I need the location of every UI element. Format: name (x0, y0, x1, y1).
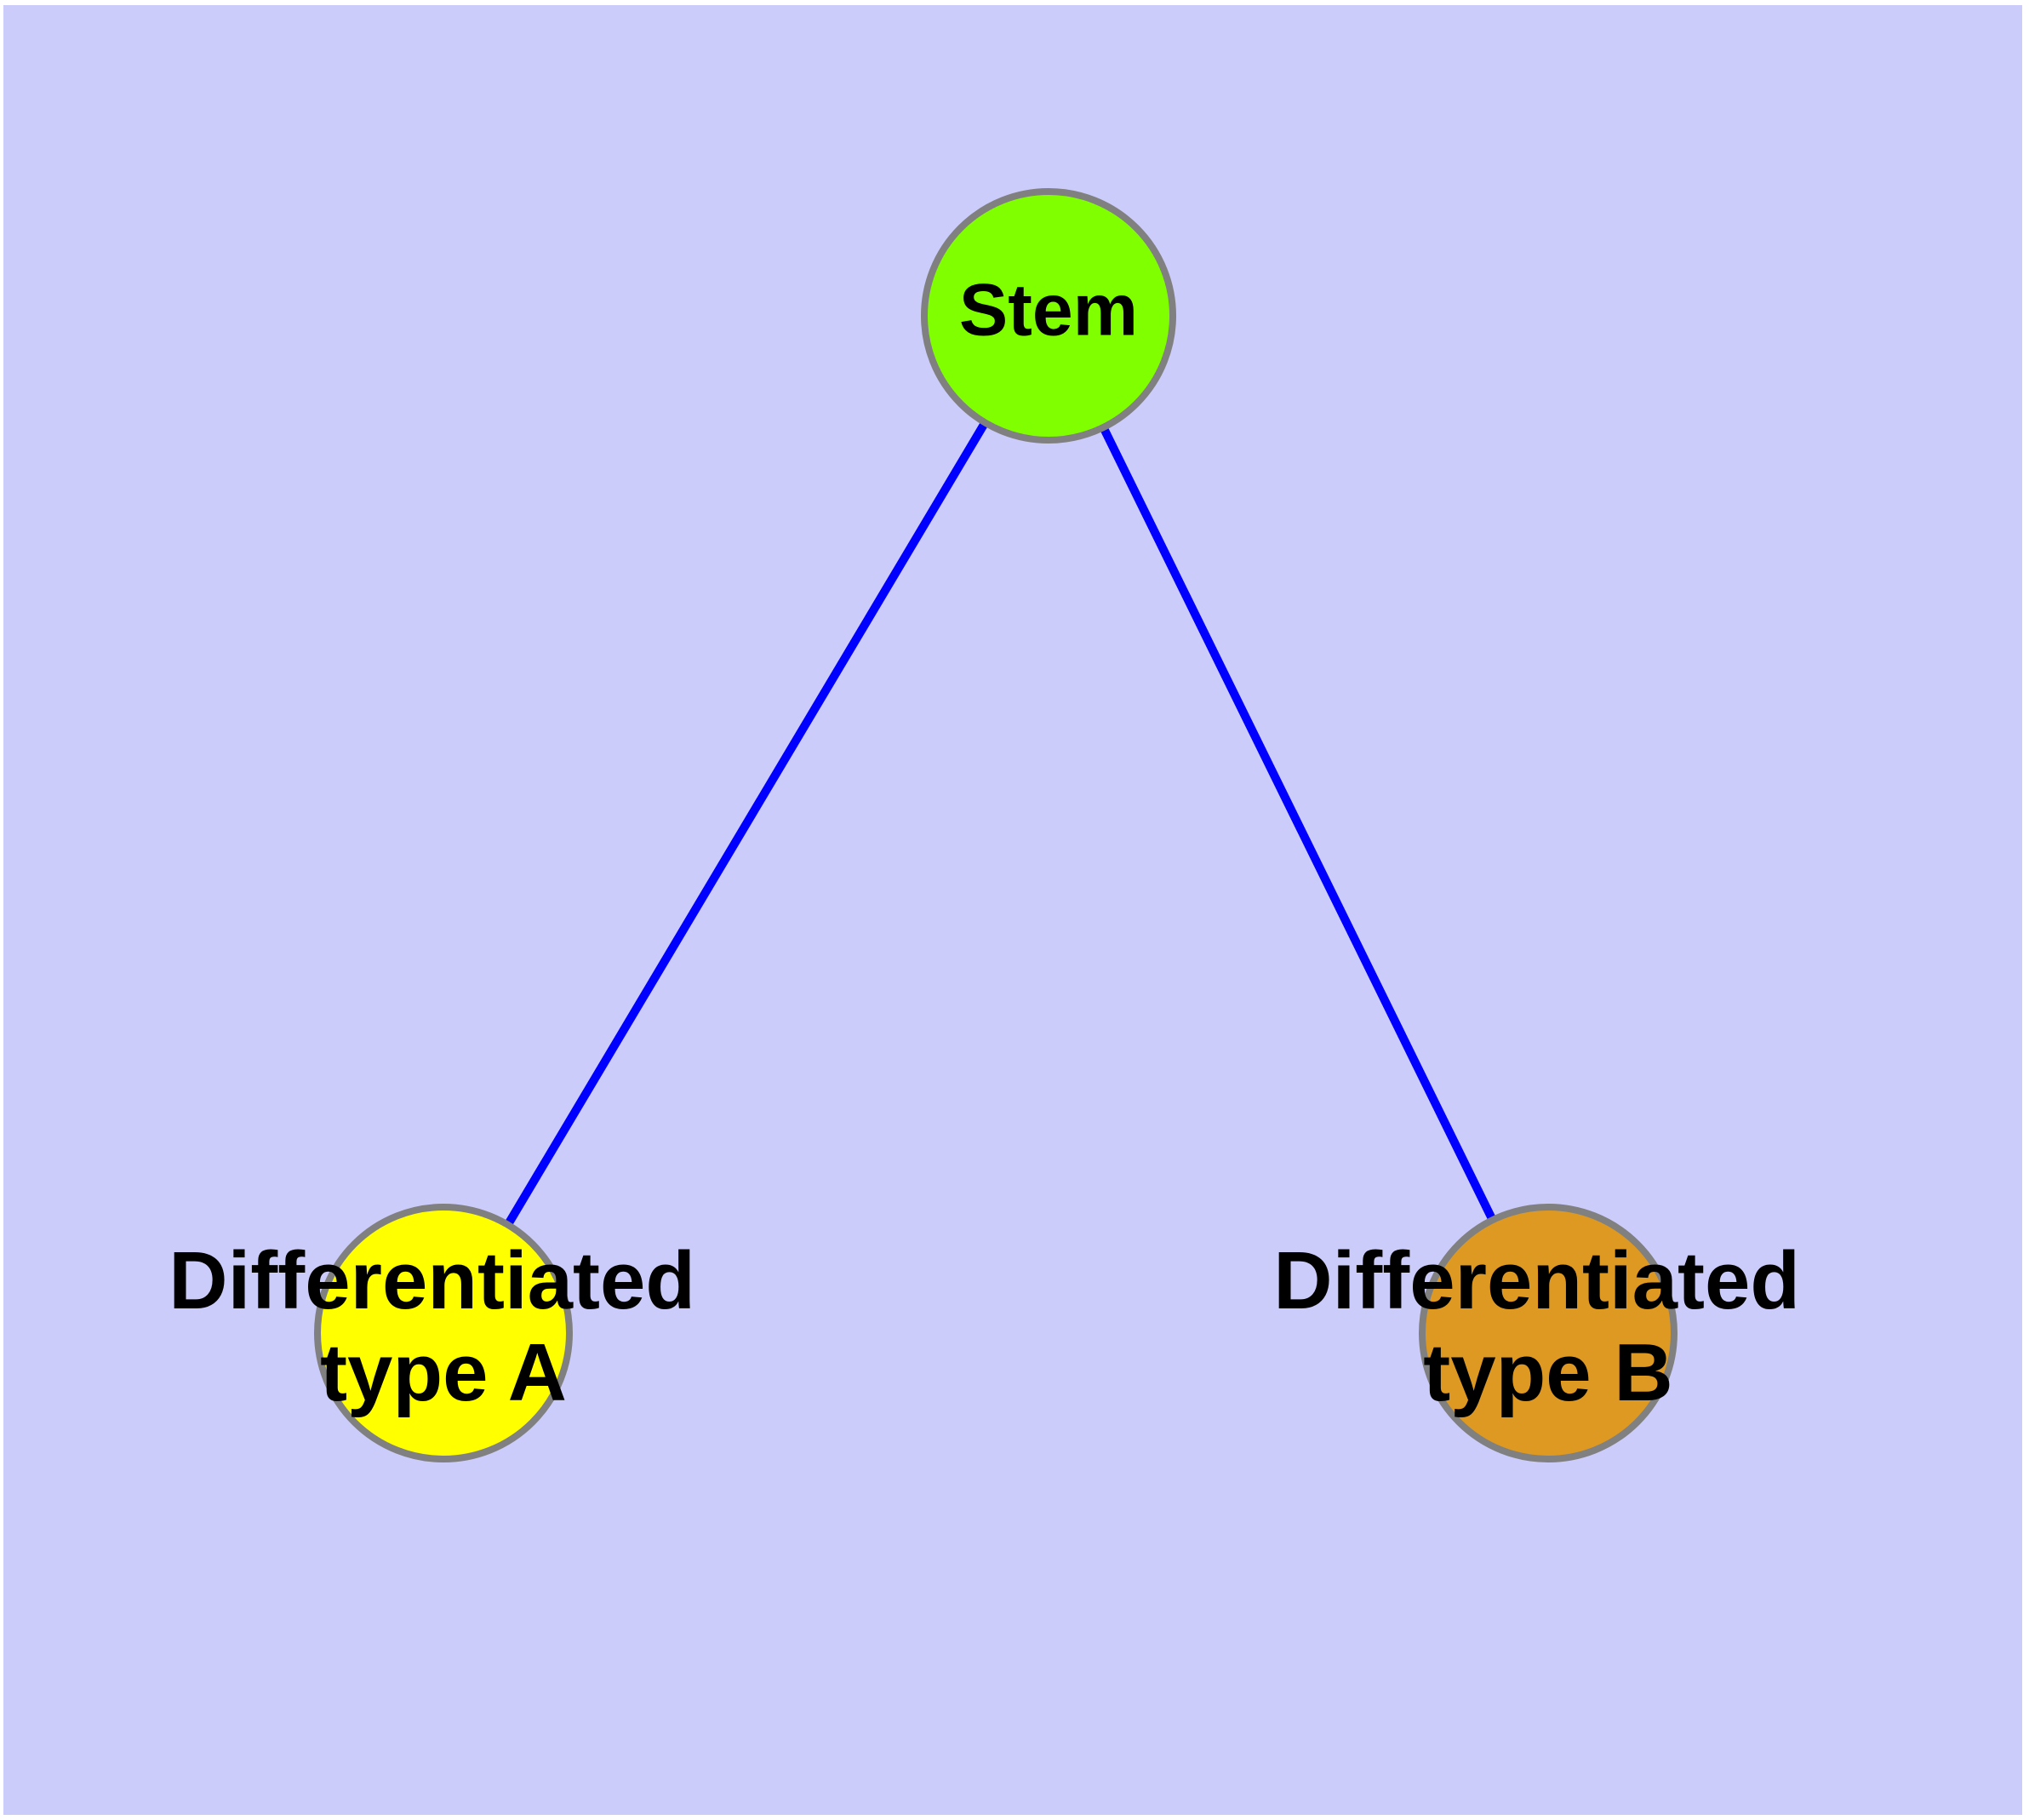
label-layer: Stem Differentiated type A Differentiate… (169, 270, 1822, 1419)
node-stem-circle[interactable] (921, 188, 1176, 444)
node-diff-a-label: Differentiated type A (169, 1236, 717, 1419)
node-diff-b[interactable] (1419, 1204, 1677, 1462)
edge-stem-to-diff-a[interactable] (504, 420, 989, 1228)
node-diff-a-label-line-2: type A (320, 1327, 567, 1418)
node-diff-a-circle[interactable] (314, 1204, 573, 1462)
edge-layer (504, 420, 1497, 1228)
node-layer (314, 188, 1677, 1462)
node-diff-b-label-line-1: Differentiated (1273, 1236, 1800, 1327)
diagram-plot-area: Stem Differentiated type A Differentiate… (3, 5, 2022, 1815)
node-diff-b-label: Differentiated type B (1273, 1236, 1822, 1419)
graph-svg: Stem Differentiated type A Differentiate… (169, 188, 1822, 1462)
node-diff-b-circle[interactable] (1419, 1204, 1677, 1462)
node-diff-a-label-line-1: Differentiated (169, 1236, 695, 1327)
node-diff-a[interactable] (314, 1204, 573, 1462)
node-stem-label: Stem (959, 270, 1138, 352)
edge-stem-to-diff-b[interactable] (1099, 425, 1497, 1222)
node-stem[interactable] (921, 188, 1176, 444)
node-diff-b-label-line-2: type B (1423, 1327, 1672, 1418)
